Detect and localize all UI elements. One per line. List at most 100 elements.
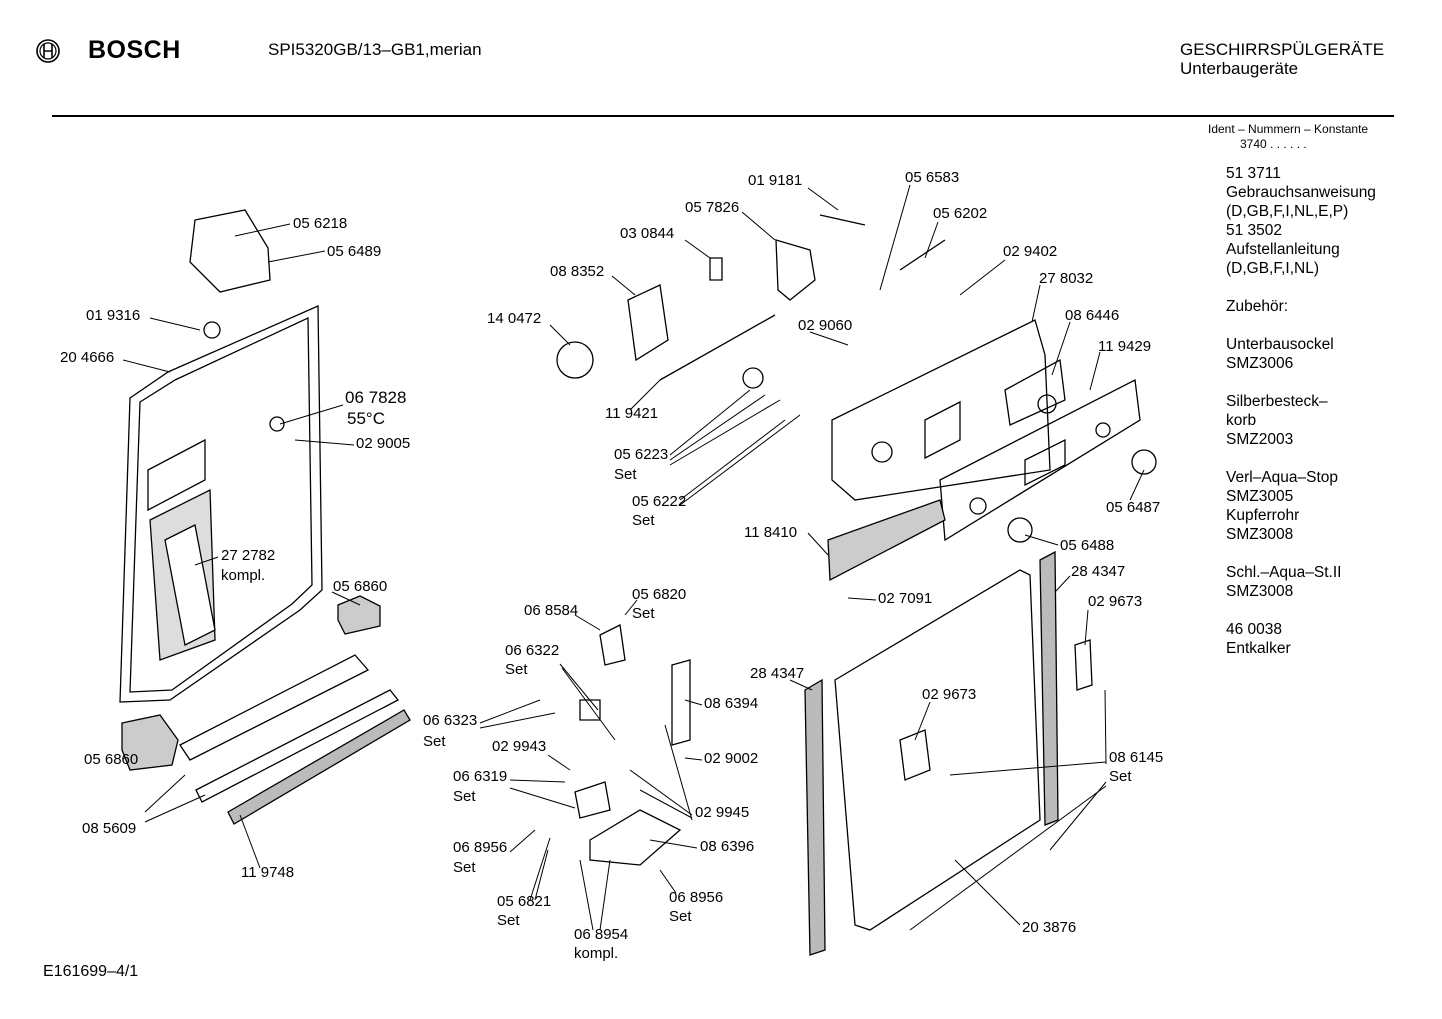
- part-number-label: 06 6323: [423, 712, 478, 729]
- part-number-label: 27 2782: [221, 547, 276, 564]
- part-number-label: 02 9002: [704, 750, 759, 767]
- accessory-line: SMZ3006: [1226, 355, 1294, 372]
- header-divider: [52, 115, 1394, 117]
- accessory-line: Silberbesteck–: [1226, 393, 1328, 410]
- part-number-label: 11 8410: [744, 524, 798, 541]
- accessory-line: SMZ3005: [1226, 488, 1294, 505]
- part-number-label: 11 9421: [605, 405, 659, 422]
- part-number-label: 02 9402: [1003, 243, 1058, 260]
- part-number-label: 02 9945: [695, 804, 750, 821]
- part-number-label: 05 6583: [905, 169, 960, 186]
- accessory-line: 51 3502: [1226, 222, 1283, 239]
- part-number-label: 02 9673: [1088, 593, 1143, 610]
- part-number-label: 55°C: [347, 409, 385, 428]
- part-number-label: 05 6218: [293, 215, 348, 232]
- drawing-id: E161699–4/1: [43, 963, 139, 980]
- part-number-label: 05 7826: [685, 199, 740, 216]
- category-title: GESCHIRRSPÜLGERÄTE: [1180, 40, 1385, 59]
- accessory-line: 51 3711: [1226, 165, 1281, 182]
- part-number-label: 11 9429: [1098, 338, 1152, 355]
- accessory-line: (D,GB,F,I,NL): [1226, 260, 1320, 277]
- part-number-label: 05 6487: [1106, 499, 1161, 516]
- misc-parts: [556, 214, 1093, 866]
- inner-door-panel: [119, 305, 323, 703]
- door-latch-part: [189, 209, 271, 293]
- brand-name: BOSCH: [88, 36, 181, 64]
- accessory-line: 46 0038: [1226, 621, 1283, 638]
- part-number-label: 05 6860: [333, 578, 388, 595]
- ident-title: Ident – Nummern – Konstante: [1208, 122, 1369, 136]
- bosch-logo: BOSCH: [36, 36, 181, 65]
- part-number-label: kompl.: [221, 567, 266, 584]
- part-number-label: 08 6396: [700, 838, 755, 855]
- part-number-label: 05 6222: [632, 493, 687, 510]
- part-number-label: 05 6860: [84, 751, 139, 768]
- part-number-label: Set: [614, 466, 637, 483]
- model-number: SPI5320GB/13–GB1,merian: [268, 40, 482, 59]
- part-number-label: 08 6145: [1109, 749, 1164, 766]
- part-number-label: 28 4347: [750, 665, 805, 682]
- category-subtitle: Unterbaugeräte: [1180, 59, 1299, 78]
- accessory-line: Gebrauchsanweisung: [1226, 184, 1376, 201]
- accessory-line: SMZ2003: [1226, 431, 1294, 448]
- part-number-label: 02 7091: [878, 590, 933, 607]
- part-number-label: Set: [632, 605, 655, 622]
- part-number-label: 05 6489: [327, 243, 382, 260]
- outer-door-panel: [804, 550, 1059, 956]
- accessory-line: (D,GB,F,I,NL,E,P): [1226, 203, 1349, 220]
- foam-block-part: [121, 595, 381, 771]
- part-number-label: 02 9005: [356, 435, 411, 452]
- accessory-line: Unterbausockel: [1226, 336, 1334, 353]
- part-number-label: 01 9181: [748, 172, 803, 189]
- part-number-label: 06 7828: [345, 388, 407, 407]
- part-number-label: 05 6820: [632, 586, 687, 603]
- part-number-label: 11 9748: [241, 864, 295, 881]
- thermostat-part: [203, 321, 285, 432]
- leader-lines: [122, 184, 1145, 931]
- part-number-label: 01 9316: [86, 307, 141, 324]
- part-number-label: 06 8956: [453, 839, 508, 856]
- product-category: GESCHIRRSPÜLGERÄTE Unterbaugeräte: [1180, 40, 1384, 78]
- part-number-label: 08 5609: [82, 820, 137, 837]
- base-strips: [179, 654, 411, 825]
- part-number-label: 03 0844: [620, 225, 675, 242]
- accessory-line: Aufstellanleitung: [1226, 241, 1340, 258]
- control-panel: [827, 319, 1157, 582]
- part-number-label: 02 9060: [798, 317, 853, 334]
- part-number-label: 06 8584: [524, 602, 579, 619]
- part-number-label: 05 6202: [933, 205, 988, 222]
- part-number-label: 02 9943: [492, 738, 547, 755]
- part-number-label: 05 6223: [614, 446, 669, 463]
- accessory-line: Verl–Aqua–Stop: [1226, 469, 1339, 486]
- part-number-label: 20 3876: [1022, 919, 1077, 936]
- part-number-label: 20 4666: [60, 349, 115, 366]
- part-number-label: 06 8954: [574, 926, 629, 943]
- part-number-label: 14 0472: [487, 310, 542, 327]
- part-number-label: 27 8032: [1039, 270, 1094, 287]
- accessory-line: Schl.–Aqua–St.II: [1226, 564, 1342, 581]
- part-number-label: 06 6319: [453, 768, 508, 785]
- part-number-label: Set: [632, 512, 655, 529]
- part-number-label: 06 6322: [505, 642, 560, 659]
- part-number-label: 05 6488: [1060, 537, 1115, 554]
- accessory-line: Zubehör:: [1226, 298, 1289, 315]
- part-number-label: 08 6394: [704, 695, 759, 712]
- part-number-label: kompl.: [574, 945, 619, 962]
- accessory-line: korb: [1226, 412, 1257, 429]
- accessory-line: SMZ3008: [1226, 583, 1294, 600]
- accessory-line: Entkalker: [1226, 640, 1291, 657]
- part-number-label: Set: [453, 788, 476, 805]
- part-number-label: Set: [453, 859, 476, 876]
- bosch-armature-icon: [36, 38, 60, 63]
- part-number-label: 28 4347: [1071, 563, 1126, 580]
- part-number-label: 08 6446: [1065, 307, 1120, 324]
- part-number-label: 02 9673: [922, 686, 977, 703]
- ident-value: 3740 . . . . . .: [1240, 137, 1307, 151]
- accessory-line: Kupferrohr: [1226, 507, 1300, 524]
- accessory-line: SMZ3008: [1226, 526, 1294, 543]
- part-number-label: Set: [505, 661, 528, 678]
- part-number-label: 08 8352: [550, 263, 605, 280]
- part-number-label: Set: [423, 733, 446, 750]
